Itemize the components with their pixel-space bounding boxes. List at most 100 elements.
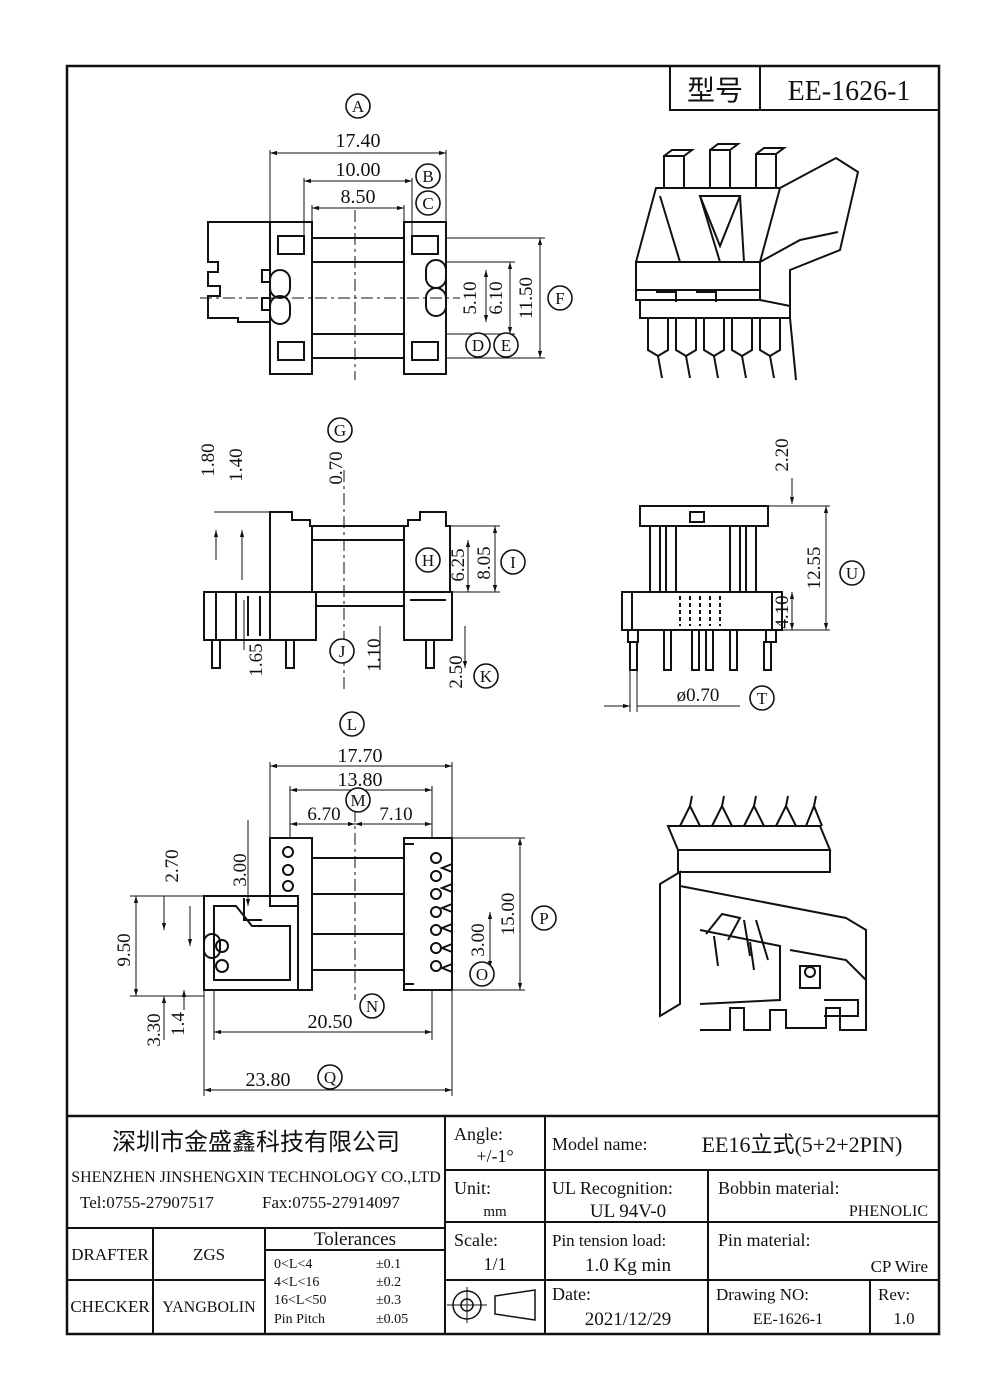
tol-value-1: ±0.2 bbox=[376, 1275, 401, 1290]
model-name-label: Model name: bbox=[552, 1134, 647, 1154]
callout-i: I bbox=[500, 549, 526, 575]
callout-f: F bbox=[547, 285, 573, 311]
callout-letter: B bbox=[422, 167, 433, 186]
dim-bl-c: 9.50 bbox=[114, 933, 135, 966]
dim-g: 0.70 bbox=[326, 451, 347, 484]
callout-u: U bbox=[839, 560, 865, 586]
dim-i: 8.05 bbox=[474, 546, 495, 579]
dim-top-left-2: 1.40 bbox=[226, 448, 247, 481]
unit-label: Unit: bbox=[454, 1178, 491, 1198]
callout-g: G bbox=[327, 417, 353, 443]
angle-label: Angle: bbox=[454, 1124, 503, 1144]
callout-letter: U bbox=[846, 564, 858, 583]
drawing-border bbox=[65, 64, 941, 1336]
callout-letter: A bbox=[352, 97, 365, 116]
date-label: Date: bbox=[552, 1284, 591, 1304]
dim-h: 6.25 bbox=[448, 548, 469, 581]
bobbin-value: PHENOLIC bbox=[849, 1203, 928, 1220]
callout-letter: Q bbox=[324, 1068, 336, 1087]
callout-e: E bbox=[493, 332, 519, 358]
callout-letter: D bbox=[472, 336, 484, 355]
ul-value: UL 94V-0 bbox=[590, 1201, 666, 1222]
angle-value: +/-1° bbox=[476, 1146, 513, 1166]
isometric-view-top bbox=[635, 143, 860, 381]
drawing-no-label: Drawing NO: bbox=[716, 1285, 809, 1304]
callout-letter: E bbox=[501, 336, 511, 355]
dim-pin-dia: ø0.70 bbox=[677, 685, 720, 706]
callout-letter: P bbox=[539, 909, 548, 928]
dim-side-total: 12.55 bbox=[804, 547, 825, 590]
dim-o: 3.00 bbox=[468, 923, 489, 956]
dim-side-low: 4.10 bbox=[772, 595, 793, 628]
side-view bbox=[604, 478, 830, 712]
callout-letter: O bbox=[476, 965, 488, 984]
scale-value: 1/1 bbox=[483, 1254, 506, 1274]
drawing-no-value: EE-1626-1 bbox=[753, 1311, 823, 1328]
tol-range-3: Pin Pitch bbox=[274, 1312, 325, 1327]
top-view-labels: 17.40 10.00 8.50 5.10 6.10 11.50 bbox=[336, 130, 538, 319]
callout-j: J bbox=[329, 638, 355, 664]
dim-b: 10.00 bbox=[336, 159, 381, 181]
callout-a: A bbox=[345, 93, 371, 119]
model-value: EE-1626-1 bbox=[788, 76, 911, 107]
callout-d: D bbox=[465, 332, 491, 358]
callout-q: Q bbox=[317, 1064, 343, 1090]
tolerances-label: Tolerances bbox=[314, 1229, 396, 1250]
callout-letter: L bbox=[347, 715, 357, 734]
title-block bbox=[67, 1114, 939, 1334]
dim-p: 15.00 bbox=[498, 893, 519, 936]
tol-value-2: ±0.3 bbox=[376, 1293, 401, 1308]
dim-n: 20.50 bbox=[308, 1011, 353, 1033]
dim-bl-b: 3.00 bbox=[230, 853, 251, 886]
pin-tension-label: Pin tension load: bbox=[552, 1231, 666, 1250]
callout-b: B bbox=[415, 163, 441, 189]
front-view bbox=[203, 470, 500, 690]
company-cn: 深圳市金盛鑫科技有限公司 bbox=[112, 1129, 400, 1156]
pin-material-value: CP Wire bbox=[871, 1257, 928, 1276]
dim-bl-a: 2.70 bbox=[162, 849, 183, 882]
bobbin-label: Bobbin material: bbox=[718, 1178, 839, 1198]
rev-value: 1.0 bbox=[893, 1309, 914, 1328]
callout-l: L bbox=[339, 711, 365, 737]
bottom-view bbox=[130, 762, 525, 1096]
callout-letter: K bbox=[480, 667, 493, 686]
dim-m-left: 6.70 bbox=[307, 804, 340, 825]
dim-f: 11.50 bbox=[516, 277, 537, 319]
dim-k: 2.50 bbox=[446, 655, 467, 688]
model-name-value: EE16立式(5+2+2PIN) bbox=[702, 1132, 903, 1157]
callout-n: N bbox=[359, 993, 385, 1019]
model-label: 型号 bbox=[687, 75, 743, 107]
tol-value-3: ±0.05 bbox=[376, 1312, 408, 1327]
dim-d: 5.10 bbox=[460, 281, 481, 314]
checker-value: YANGBOLIN bbox=[162, 1299, 256, 1316]
dim-q: 23.80 bbox=[246, 1069, 291, 1091]
dim-left-pin: 1.65 bbox=[246, 643, 267, 676]
dim-c: 8.50 bbox=[341, 186, 376, 208]
callout-h: H bbox=[415, 547, 441, 573]
unit-value: mm bbox=[483, 1204, 507, 1220]
dim-j: 1.10 bbox=[364, 638, 385, 671]
front-view-labels: 1.80 1.40 0.70 6.25 8.05 1.65 1.10 2.50 bbox=[198, 443, 495, 688]
pin-tension-value: 1.0 Kg min bbox=[585, 1255, 672, 1276]
company-tel: Tel:0755-27907517 bbox=[80, 1193, 214, 1212]
callout-letter: G bbox=[334, 421, 346, 440]
callout-k: K bbox=[473, 663, 499, 689]
side-view-labels: 2.20 12.55 4.10 ø0.70 bbox=[677, 438, 825, 706]
callout-letter: H bbox=[422, 551, 434, 570]
tol-range-1: 4<L<16 bbox=[274, 1275, 319, 1290]
callout-o: O bbox=[469, 961, 495, 987]
date-value: 2021/12/29 bbox=[585, 1309, 672, 1330]
callout-letter: F bbox=[555, 289, 564, 308]
drafter-label: DRAFTER bbox=[71, 1245, 149, 1264]
callout-letter: T bbox=[757, 689, 768, 708]
model-header: 型号 EE-1626-1 bbox=[669, 65, 940, 111]
callout-c: C bbox=[415, 190, 441, 216]
title-block-text: 深圳市金盛鑫科技有限公司 SHENZHEN JINSHENGXIN TECHNO… bbox=[70, 1124, 928, 1330]
tol-range-0: 0<L<4 bbox=[274, 1257, 312, 1272]
isometric-view-bottom bbox=[659, 795, 867, 1031]
drafter-value: ZGS bbox=[193, 1245, 225, 1264]
callout-p: P bbox=[531, 905, 557, 931]
rev-label: Rev: bbox=[878, 1285, 910, 1304]
